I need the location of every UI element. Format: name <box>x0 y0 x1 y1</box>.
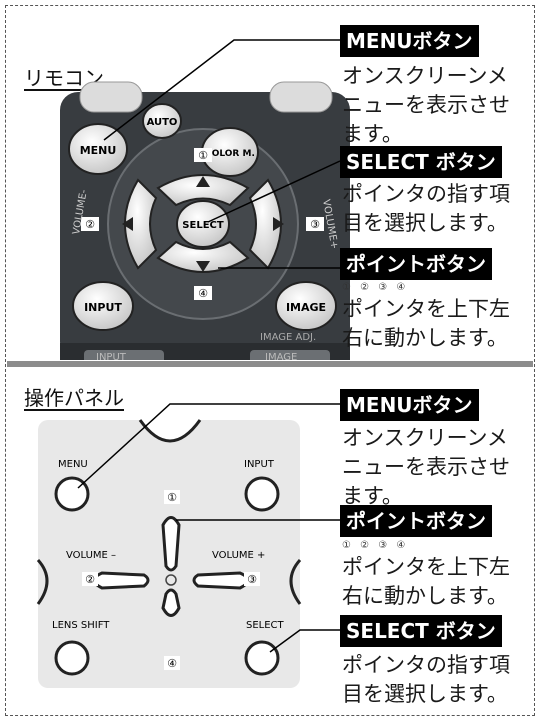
menu-leader-remote <box>103 39 340 141</box>
input-button-panel <box>244 476 280 512</box>
remote-top-left-button <box>79 81 143 113</box>
svg-text:VOLUME +: VOLUME + <box>212 550 265 561</box>
panel-menu-desc: オンスクリーンメ ニューを表示させ ます。 <box>342 426 510 508</box>
svg-text:SELECT: SELECT <box>182 220 224 231</box>
select-leader-panel <box>269 629 342 653</box>
select-leader-remote <box>207 160 341 223</box>
remote-menu-desc: オンスクリーンメ ニューを表示させ ます。 <box>342 64 510 146</box>
panel-select-desc: ポインタの指す項 目を選択します。 <box>342 653 510 706</box>
up-arrow-button <box>156 174 250 207</box>
remote-point-tag: ポイントボタン <box>340 248 492 280</box>
svg-text:LENS SHIFT: LENS SHIFT <box>52 620 110 631</box>
svg-text:MENU: MENU <box>58 459 88 470</box>
svg-text:IMAGE: IMAGE <box>265 352 297 360</box>
menu-button-remote <box>68 123 128 175</box>
page-frame <box>5 5 535 716</box>
remote-point-nums: ① ② ③ ④ <box>342 282 409 293</box>
right-button-panel <box>192 571 250 590</box>
svg-text:COLOR M.: COLOR M. <box>205 149 255 159</box>
svg-text:③: ③ <box>247 573 257 586</box>
remote-point-desc: ポインタを上下左 右に動かします。 <box>342 297 510 350</box>
panel-menu-tag: MENUボタン <box>340 389 479 421</box>
menu-leader-panel <box>77 403 342 489</box>
svg-text:④: ④ <box>167 657 177 670</box>
section-divider <box>7 361 533 367</box>
remote-menu-tag: MENUボタン <box>340 25 479 57</box>
remote-top-right-button <box>269 81 333 113</box>
remote-select-tag: SELECT ボタン <box>340 146 502 178</box>
down-button-panel <box>161 588 181 617</box>
center-indicator <box>165 574 177 586</box>
svg-text:IMAGE ADJ.: IMAGE ADJ. <box>260 332 316 343</box>
svg-text:IMAGE: IMAGE <box>286 301 326 314</box>
input-button-remote <box>72 281 134 331</box>
svg-text:②: ② <box>85 573 95 586</box>
left-button-panel <box>92 571 150 590</box>
panel-section-title: 操作パネル <box>24 386 124 410</box>
select-button-remote <box>176 200 230 248</box>
down-arrow-button <box>156 240 250 273</box>
svg-text:②: ② <box>85 218 95 231</box>
image-button-remote <box>275 281 337 331</box>
panel-select-tag: SELECT ボタン <box>340 615 502 647</box>
svg-text:SELECT: SELECT <box>246 620 285 631</box>
svg-text:①: ① <box>167 491 177 504</box>
remote-illustration: AUTO MENU COLOR M. SELECT ① ② ③ ④ VOLUME… <box>60 39 350 360</box>
svg-text:④: ④ <box>198 287 208 300</box>
panel-point-nums: ① ② ③ ④ <box>342 540 409 551</box>
select-button-panel <box>244 640 280 676</box>
panel-point-desc: ポインタを上下左 右に動かします。 <box>342 555 510 608</box>
svg-text:VOLUME –: VOLUME – <box>66 550 116 561</box>
auto-button <box>142 103 182 139</box>
svg-text:③: ③ <box>310 218 320 231</box>
left-arrow-button <box>124 178 158 270</box>
svg-text:AUTO: AUTO <box>147 117 178 128</box>
remote-select-desc: ポインタの指す項 目を選択します。 <box>342 182 510 235</box>
svg-text:①: ① <box>198 149 208 162</box>
svg-text:INPUT: INPUT <box>96 352 127 360</box>
svg-text:INPUT: INPUT <box>244 459 275 470</box>
svg-text:INPUT: INPUT <box>84 301 122 314</box>
up-button-panel <box>161 516 181 572</box>
svg-text:MENU: MENU <box>80 144 117 157</box>
panel-point-tag: ポイントボタン <box>340 505 492 537</box>
lens-shift-button-panel <box>54 640 90 676</box>
